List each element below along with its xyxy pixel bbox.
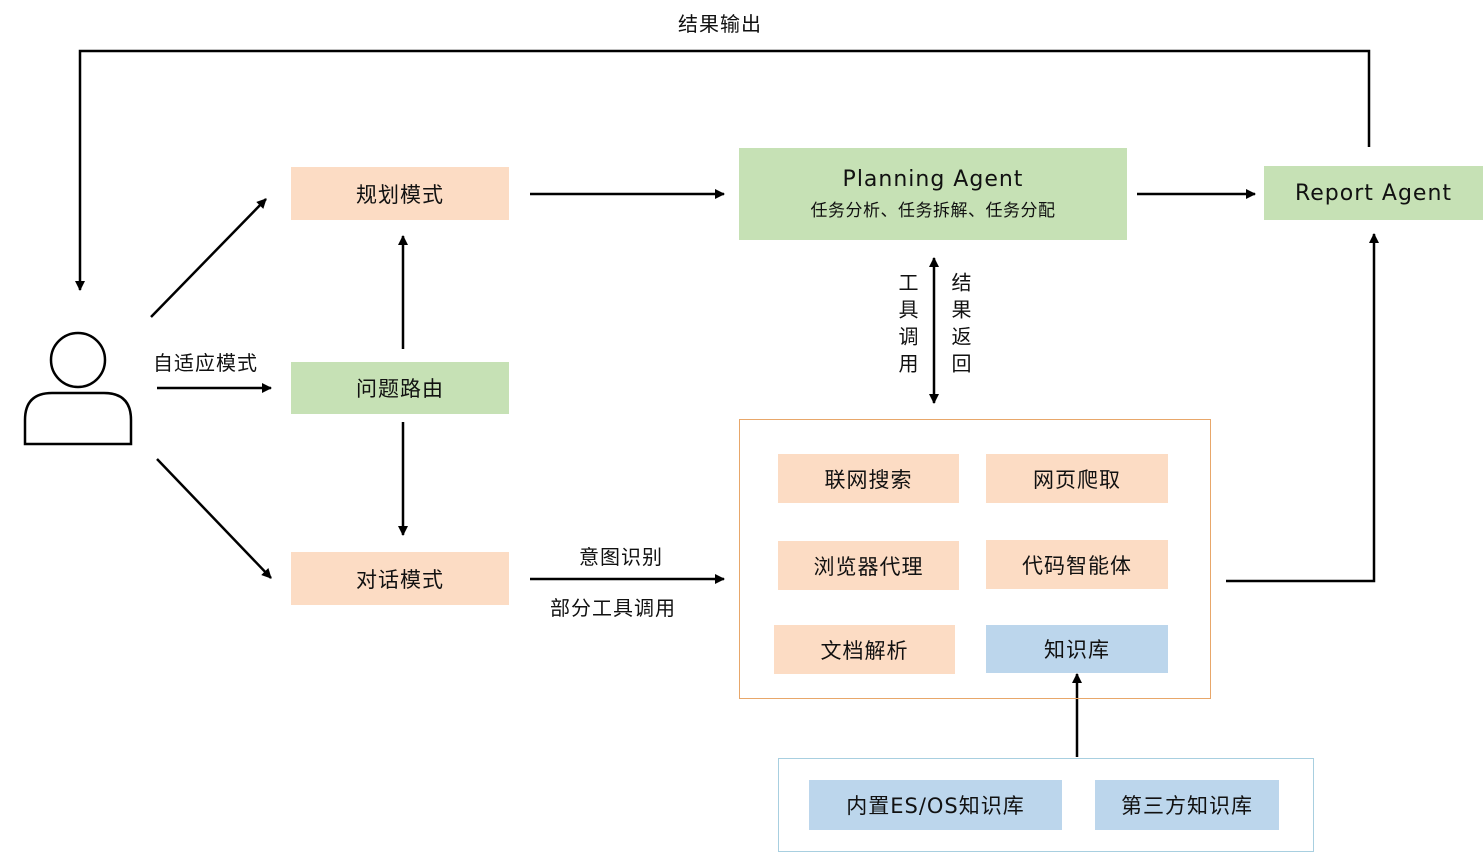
adaptive-mode-label: 自适应模式 — [153, 351, 258, 375]
user-to-planning-arrow — [150, 198, 267, 318]
result-output-arrow — [75, 49, 1371, 291]
partial-tool-call-label: 部分工具调用 — [550, 596, 676, 620]
result-output-label: 结果输出 — [678, 12, 762, 36]
code-agent-box: 代码智能体 — [986, 540, 1168, 589]
dialog-mode-box: 对话模式 — [291, 552, 509, 605]
browser-agent-box: 浏览器代理 — [778, 541, 959, 590]
web-search-box: 联网搜索 — [778, 454, 959, 503]
question-router-box: 问题路由 — [291, 362, 509, 414]
planning-agent-box: Planning Agent 任务分析、任务拆解、任务分配 — [739, 148, 1127, 240]
kb-sources-container — [778, 758, 1314, 852]
builtin-kb-box: 内置ES/OS知识库 — [809, 780, 1062, 830]
planning-agent-title: Planning Agent — [842, 167, 1024, 192]
user-icon — [23, 331, 133, 446]
result-return-label: 结果返回 — [948, 272, 972, 380]
planning-mode-box: 规划模式 — [291, 167, 509, 220]
intent-recognition-label: 意图识别 — [579, 545, 663, 569]
user-to-dialog-arrow — [156, 458, 272, 579]
web-crawl-box: 网页爬取 — [986, 454, 1168, 503]
doc-parse-box: 文档解析 — [774, 625, 955, 674]
tool-call-label: 工具调用 — [895, 272, 919, 380]
planning-agent-subtitle: 任务分析、任务拆解、任务分配 — [810, 201, 1056, 221]
third-party-kb-box: 第三方知识库 — [1095, 780, 1279, 830]
report-agent-box: Report Agent — [1264, 166, 1483, 220]
knowledge-base-box: 知识库 — [986, 625, 1168, 673]
tools-to-report-arrow — [1226, 233, 1379, 583]
tools-container — [739, 419, 1211, 699]
